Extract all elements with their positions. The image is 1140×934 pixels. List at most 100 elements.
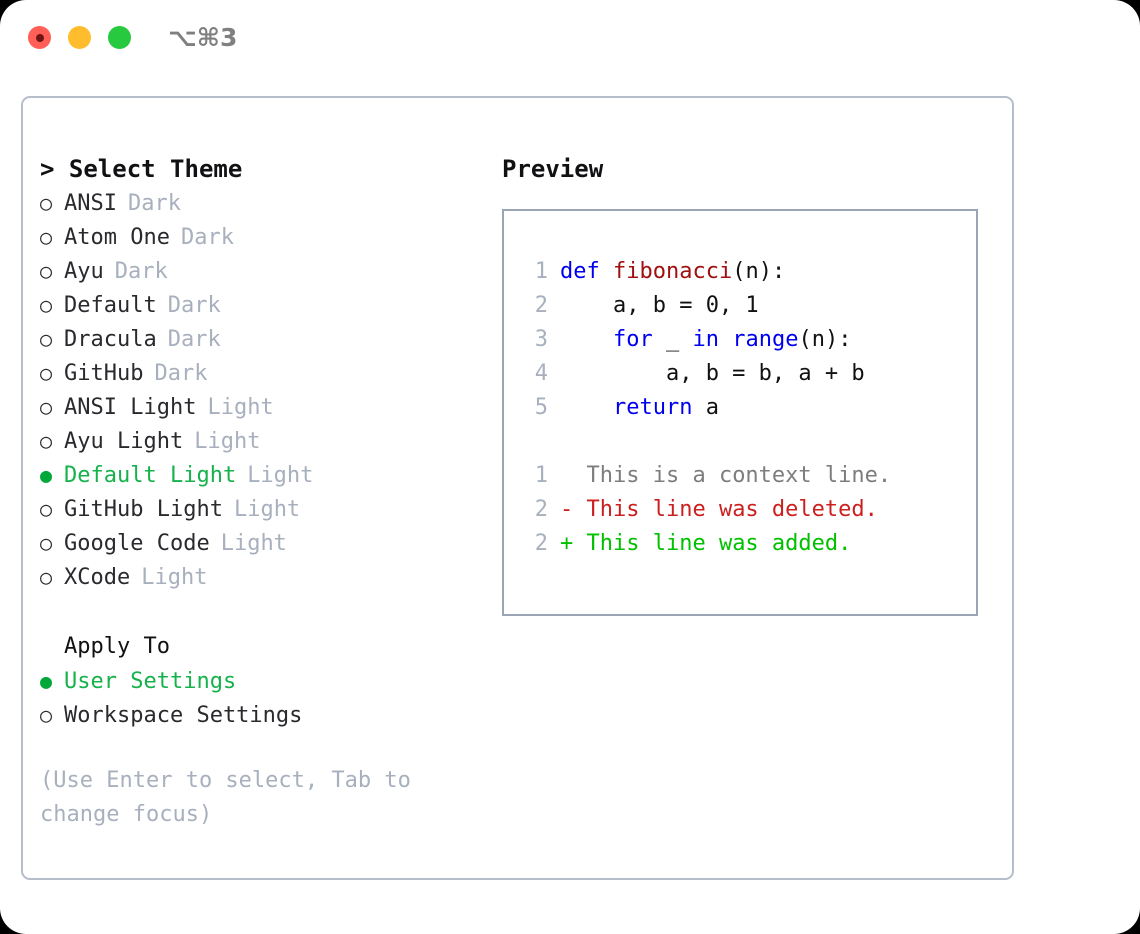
theme-variant-tag: Light — [220, 531, 287, 556]
code-token: def — [560, 259, 613, 284]
theme-variant-tag: Dark — [167, 293, 221, 318]
close-button[interactable] — [28, 26, 51, 49]
diff-line: 2+ This line was added. — [522, 527, 976, 561]
theme-variant-tag: Light — [247, 463, 314, 488]
theme-list-item[interactable]: ○ Ayu Light Light — [40, 424, 480, 458]
line-number: 5 — [534, 395, 548, 420]
code-token: range — [732, 327, 799, 352]
code-line: 1 def fibonacci(n): — [522, 255, 976, 289]
theme-list-item[interactable]: ● Default Light Light — [40, 458, 480, 492]
theme-name: Ayu — [64, 259, 104, 284]
diff-line: 2- This line was deleted. — [522, 493, 976, 527]
code-token: a, b = b, a + b — [560, 361, 865, 386]
theme-variant-tag: Light — [207, 395, 274, 420]
title-bar: ⌥⌘3 — [0, 0, 1140, 78]
theme-list-item[interactable]: ○ XCode Light — [40, 560, 480, 594]
theme-variant-tag: Dark — [180, 225, 234, 250]
line-number: 1 — [534, 463, 548, 488]
theme-name: ANSI Light — [64, 395, 197, 420]
theme-list-item[interactable]: ○ ANSI Dark — [40, 186, 480, 220]
select-theme-heading: > Select Theme — [40, 155, 243, 183]
theme-variant-tag: Dark — [114, 259, 168, 284]
theme-name: Atom One — [64, 225, 170, 250]
line-number: 3 — [534, 327, 548, 352]
radio-unselected-icon: ○ — [40, 327, 53, 351]
theme-variant-tag: Light — [194, 429, 261, 454]
theme-name: Ayu Light — [64, 429, 184, 454]
code-token — [719, 327, 732, 352]
apply-to-label: Workspace Settings — [64, 703, 303, 728]
theme-name: Default Light — [64, 463, 237, 488]
code-token — [560, 395, 613, 420]
preview-heading: Preview — [502, 155, 604, 183]
apply-to-item[interactable]: ● User Settings — [40, 664, 480, 698]
theme-name: Google Code — [64, 531, 210, 556]
code-text: def fibonacci(n): — [560, 255, 785, 289]
code-token: fibonacci — [612, 259, 733, 284]
code-token: (n): — [798, 327, 852, 352]
maximize-button[interactable] — [108, 26, 131, 49]
code-line: 2 a, b = 0, 1 — [522, 289, 976, 323]
radio-unselected-icon: ○ — [40, 361, 53, 385]
theme-name: Dracula — [64, 327, 157, 352]
code-text: for _ in range(n): — [560, 323, 851, 357]
code-line: 5 return a — [522, 391, 976, 425]
theme-variant-tag: Light — [233, 497, 301, 522]
radio-unselected-icon: ○ — [40, 225, 53, 249]
diff-sign — [560, 459, 573, 493]
code-line: 3 for _ in range(n): — [522, 323, 976, 357]
theme-name: Default — [64, 293, 157, 318]
window-controls — [28, 26, 131, 49]
line-number: 2 — [534, 293, 548, 318]
apply-to-group: Apply To ●User Settings○Workspace Settin… — [40, 630, 480, 732]
radio-unselected-icon: ○ — [40, 703, 53, 727]
radio-unselected-icon: ○ — [40, 497, 53, 521]
theme-variant-tag: Dark — [167, 327, 221, 352]
code-token: in — [692, 327, 719, 352]
radio-unselected-icon: ○ — [40, 429, 53, 453]
theme-list-item[interactable]: ○ Atom One Dark — [40, 220, 480, 254]
theme-variant-tag: Dark — [127, 191, 181, 216]
theme-list-item[interactable]: ○ Dracula Dark — [40, 322, 480, 356]
code-token: _ — [652, 327, 693, 352]
diff-text: This line was deleted. — [573, 497, 878, 522]
theme-list-item[interactable]: ○ ANSI Light Light — [40, 390, 480, 424]
apply-to-list[interactable]: ● User Settings ○ Workspace Settings — [40, 664, 480, 732]
apply-to-item[interactable]: ○ Workspace Settings — [40, 698, 480, 732]
hint-text: (Use Enter to select, Tab to change focu… — [40, 768, 411, 827]
theme-variant-tag: Light — [141, 565, 208, 590]
line-number: 2 — [534, 531, 548, 556]
radio-unselected-icon: ○ — [40, 395, 53, 419]
code-line: 4 a, b = b, a + b — [522, 357, 976, 391]
diff-text: This line was added. — [573, 531, 852, 556]
theme-name: XCode — [64, 565, 131, 590]
minimize-button[interactable] — [68, 26, 91, 49]
code-text: a, b = b, a + b — [560, 357, 865, 391]
radio-unselected-icon: ○ — [40, 191, 53, 215]
radio-selected-icon: ● — [40, 463, 53, 487]
code-token: return — [612, 395, 693, 420]
code-token — [560, 327, 613, 352]
apply-to-label: User Settings — [64, 669, 237, 694]
theme-name: GitHub — [64, 361, 144, 386]
keyboard-shortcut-label: ⌥⌘3 — [168, 23, 238, 52]
radio-unselected-icon: ○ — [40, 565, 53, 589]
code-token: a, b = 0, 1 — [560, 293, 759, 318]
line-number: 4 — [534, 361, 548, 386]
diff-text: This is a context line. — [573, 463, 892, 488]
theme-name: ANSI — [64, 191, 117, 216]
code-token: (n): — [732, 259, 786, 284]
line-number: 1 — [534, 259, 548, 284]
radio-selected-icon: ● — [40, 669, 53, 693]
